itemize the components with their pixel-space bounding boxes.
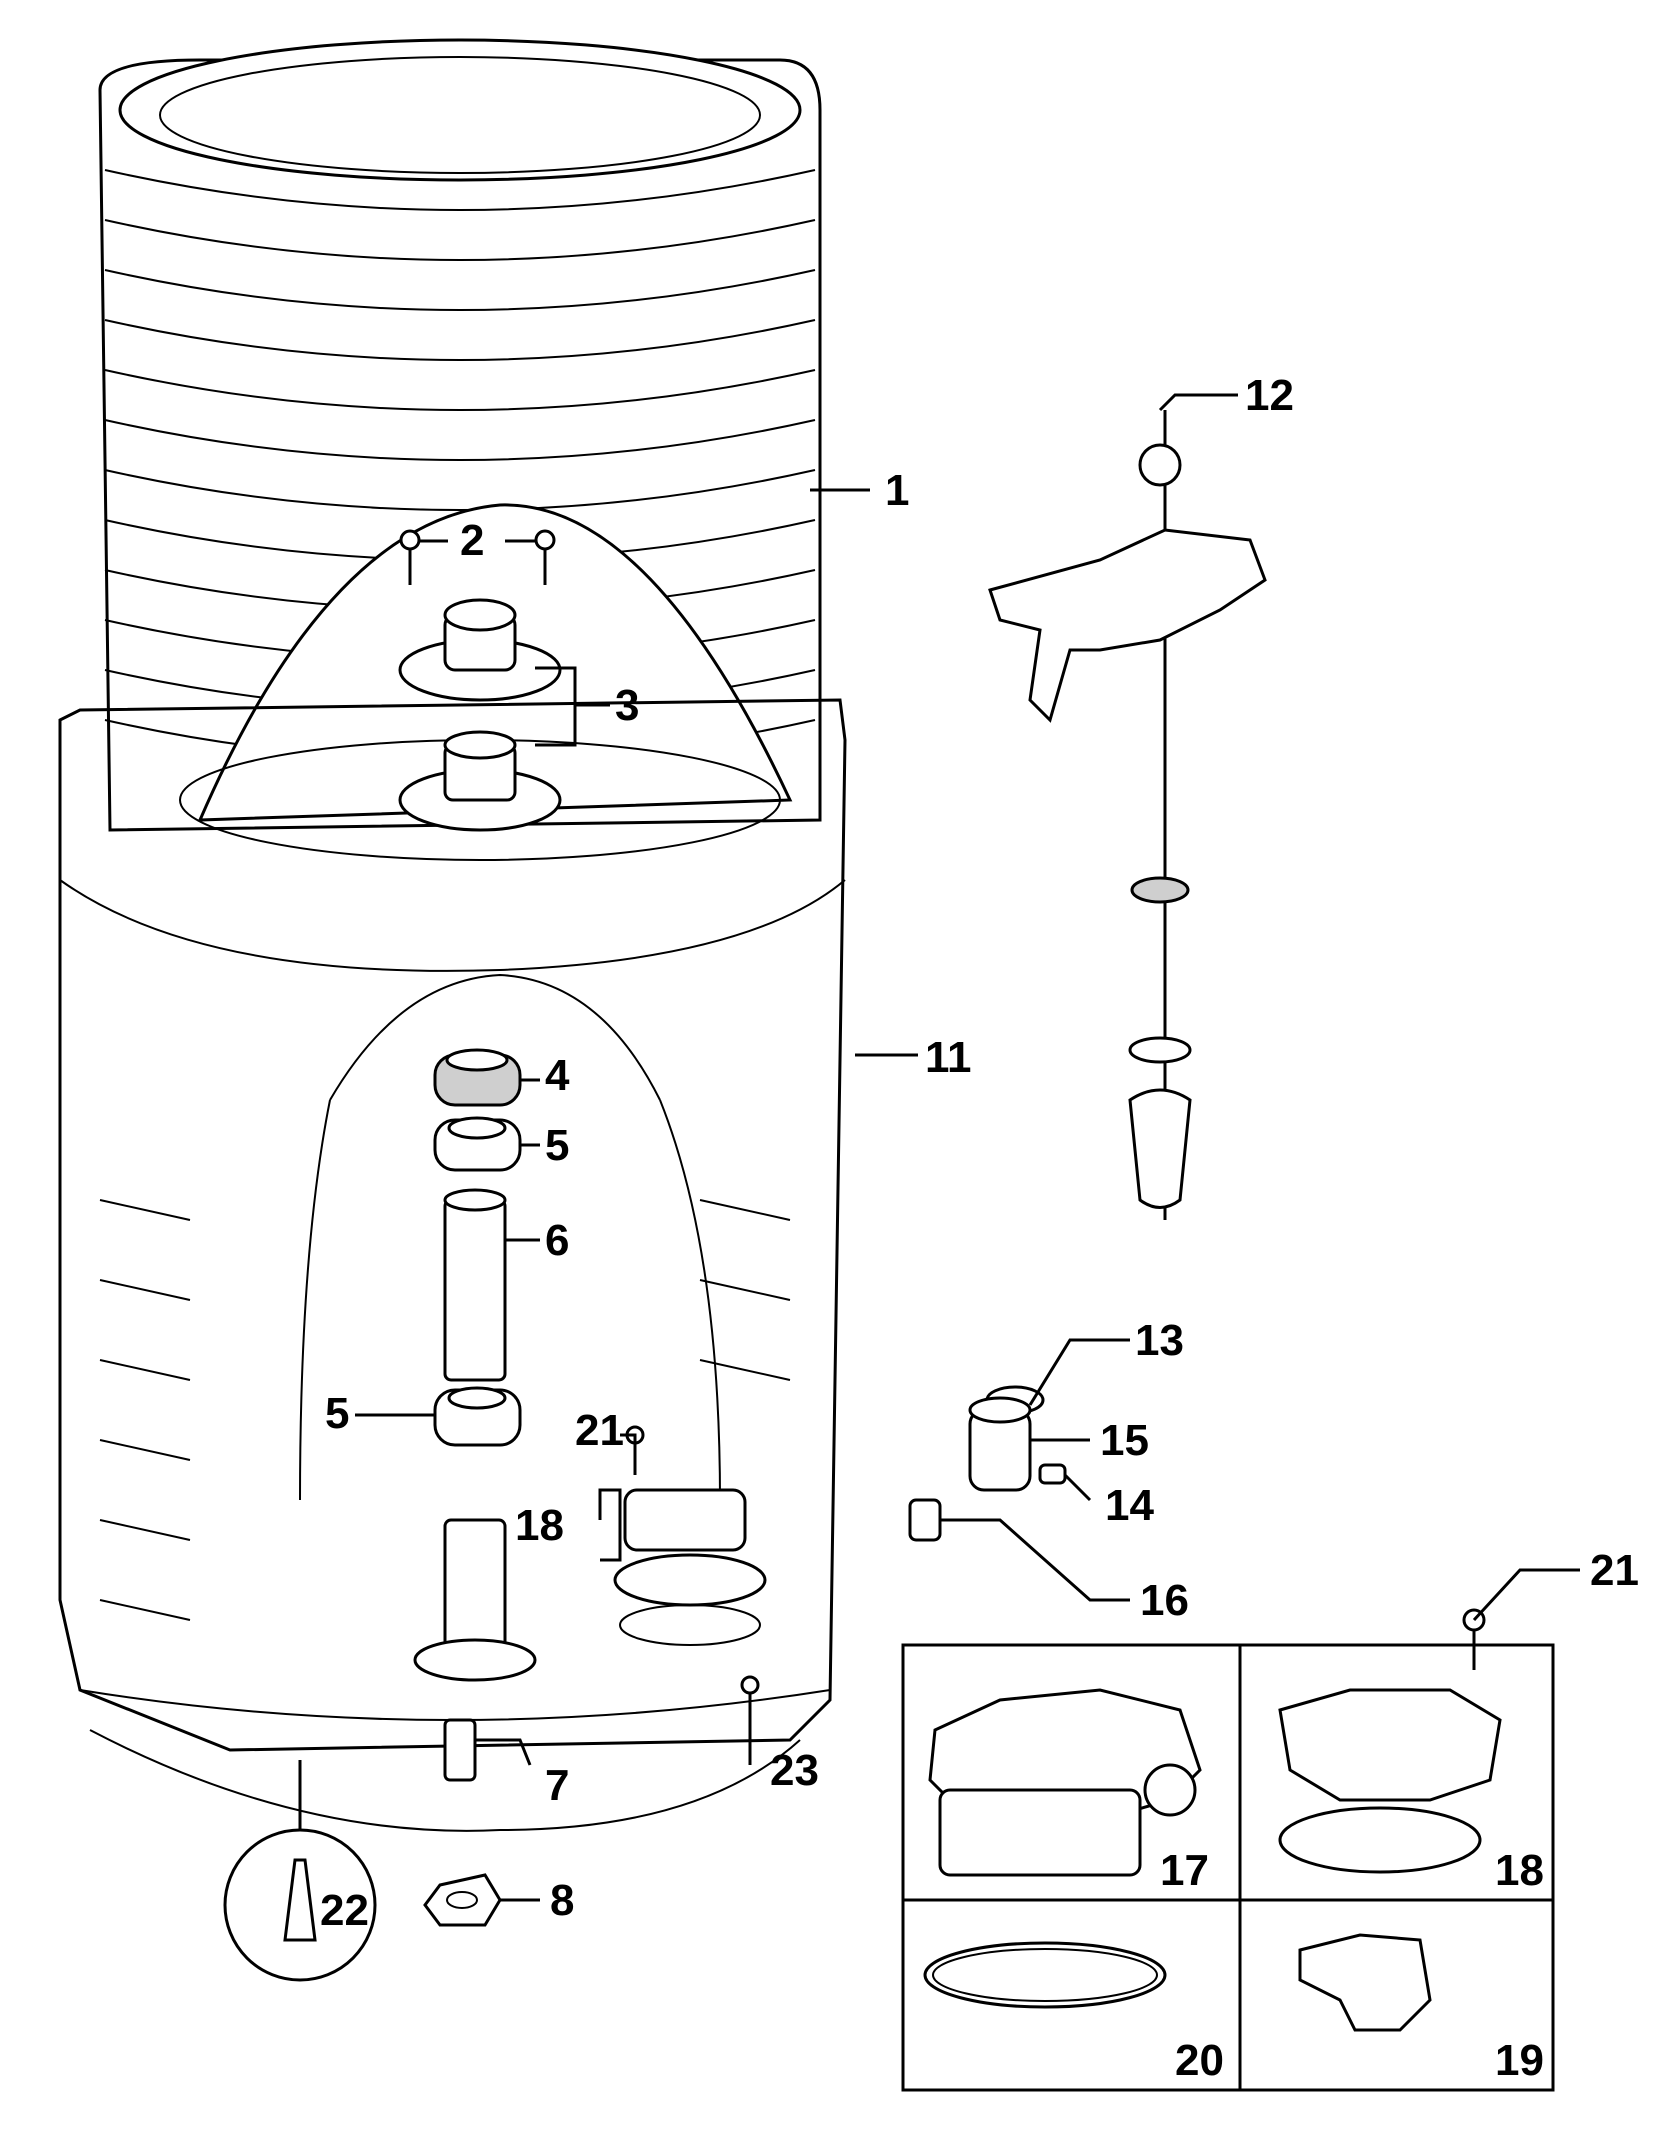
tub-screw-part [740, 1675, 760, 1725]
callout-18-tub: 18 [515, 1501, 564, 1550]
callout-2: 2 [460, 516, 484, 565]
outer-tub-part [58, 698, 847, 1832]
hub-flange-part [398, 598, 562, 832]
gasket-part [923, 1941, 1167, 2009]
callout-8: 8 [550, 1876, 574, 1925]
callout-5-upper: 5 [545, 1121, 569, 1170]
callout-14: 14 [1105, 1481, 1154, 1530]
impeller-part [1298, 1933, 1432, 2032]
nut-part [423, 1873, 502, 1927]
callout-16: 16 [1140, 1576, 1189, 1625]
parts-inset-box [901, 1643, 1555, 2092]
hose-clip-part [908, 1498, 942, 1542]
check-valve-part [968, 1396, 1032, 1492]
screw-pair-part [399, 529, 556, 585]
bearing-upper-part [433, 1116, 522, 1172]
callout-11: 11 [925, 1033, 972, 1082]
callout-18-inset: 18 [1495, 1846, 1544, 1895]
spacer-tube-part [443, 1188, 507, 1382]
callout-21-tub: 21 [575, 1406, 624, 1455]
callout-23: 23 [770, 1746, 819, 1795]
callout-6: 6 [545, 1216, 569, 1265]
seal-part [433, 1048, 522, 1107]
coupling-part [443, 1718, 477, 1782]
pump-cover-part [1278, 1688, 1502, 1874]
shaft-part [413, 1518, 537, 1682]
bearing-lower-part [433, 1386, 522, 1447]
callout-19: 19 [1495, 2036, 1544, 2085]
callout-labels: 1 2 3 4 5 5 6 7 8 11 12 13 14 15 16 17 1… [320, 371, 1639, 2085]
clamp-part [1038, 1463, 1067, 1485]
callout-22: 22 [320, 1886, 369, 1935]
callout-17: 17 [1160, 1846, 1209, 1895]
pump-in-tub-part [613, 1488, 767, 1646]
leader-lines [298, 393, 1580, 1902]
callout-1: 1 [885, 466, 909, 515]
callout-21-inset: 21 [1590, 1546, 1639, 1595]
callout-20: 20 [1175, 2036, 1224, 2085]
clip-detail-part [223, 1828, 377, 1982]
callout-12: 12 [1245, 371, 1294, 420]
spin-basket-part [98, 38, 822, 861]
callout-3: 3 [615, 681, 639, 730]
callout-5-lower: 5 [325, 1389, 349, 1438]
callout-7: 7 [545, 1761, 569, 1810]
callout-13: 13 [1135, 1316, 1184, 1365]
callout-15: 15 [1100, 1416, 1149, 1465]
callout-4: 4 [545, 1051, 570, 1100]
level-switch-assembly-part [988, 410, 1267, 1220]
pump-assembly-part [928, 1688, 1202, 1877]
